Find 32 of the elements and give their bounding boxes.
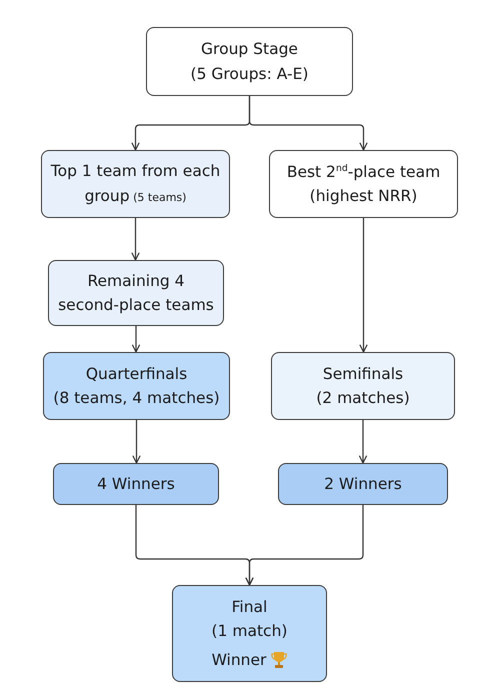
winner-label: Winner — [212, 650, 266, 670]
stage-title: Semifinals — [322, 364, 404, 385]
connector-arrow — [132, 420, 141, 464]
stage-title: Final — [232, 597, 268, 618]
stage-title: 4 Winners — [97, 474, 175, 495]
stage-detail: (5 Groups: A-E) — [190, 64, 308, 84]
stage-detail: second-place teams — [58, 295, 214, 316]
stage-detail: (8 teams, 4 matches) — [53, 388, 220, 409]
stage-title: Remaining 4 — [87, 270, 185, 292]
stage-box — [41, 150, 230, 218]
connector-arrow — [359, 218, 368, 353]
connector-arrow — [248, 96, 368, 151]
stage-title: Quarterfinals — [86, 364, 188, 385]
connector-arrow — [358, 420, 368, 464]
connector-arrow — [132, 326, 140, 353]
stage-title: 2 Winners — [324, 474, 402, 495]
stage-box — [271, 352, 455, 420]
stage-detail: (2 matches) — [316, 388, 410, 409]
connector-arrow — [131, 218, 140, 261]
stage-box — [172, 585, 327, 682]
stage-box — [146, 27, 353, 96]
stage-box — [53, 463, 219, 505]
stage-box — [278, 463, 448, 505]
stage-title: Group Stage — [201, 39, 298, 60]
stage-box — [43, 352, 230, 420]
stage-box — [269, 150, 458, 218]
stage-detail: (1 match) — [212, 621, 288, 642]
stage-detail: (highest NRR) — [310, 186, 418, 207]
connector-arrow — [245, 505, 364, 586]
stage-title: Best 2$^{nd}$-place team — [286, 162, 440, 183]
stage-title: Top 1 team from each group (5 teams) — [50, 161, 220, 207]
stage-box — [48, 260, 224, 326]
